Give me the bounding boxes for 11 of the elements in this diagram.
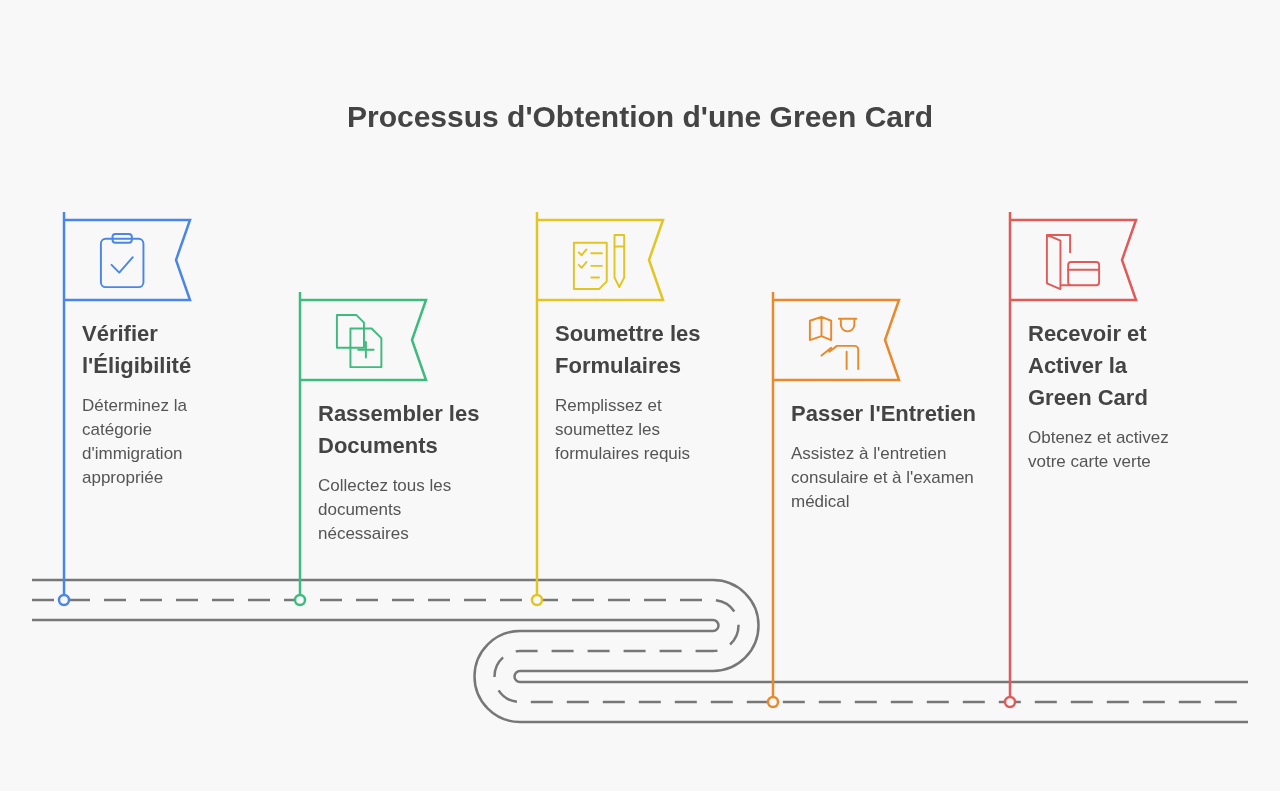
step-description: Assistez à l'entretien consulaire et à l'examen médical xyxy=(791,443,975,513)
step-heading: Vérifier l'Éligibilité xyxy=(82,320,193,380)
step-heading: Recevoir et Activer la Green Card xyxy=(1028,320,1149,412)
step-description: Déterminez la catégorie d'immigration appropriée xyxy=(82,395,188,489)
step-heading: Rassembler les Documents xyxy=(318,400,481,460)
step-description: Collectez tous les documents nécessaires xyxy=(318,475,453,545)
step-heading: Soumettre les Formulaires xyxy=(555,320,702,380)
step-heading: Passer l'Entretien xyxy=(791,400,977,428)
step-description: Remplissez et soumettez les formulaires requis xyxy=(555,395,692,465)
step-description: Obtenez et activez votre carte verte xyxy=(1028,427,1170,473)
diagram-title: Processus d'Obtention d'une Green Card xyxy=(345,100,934,134)
